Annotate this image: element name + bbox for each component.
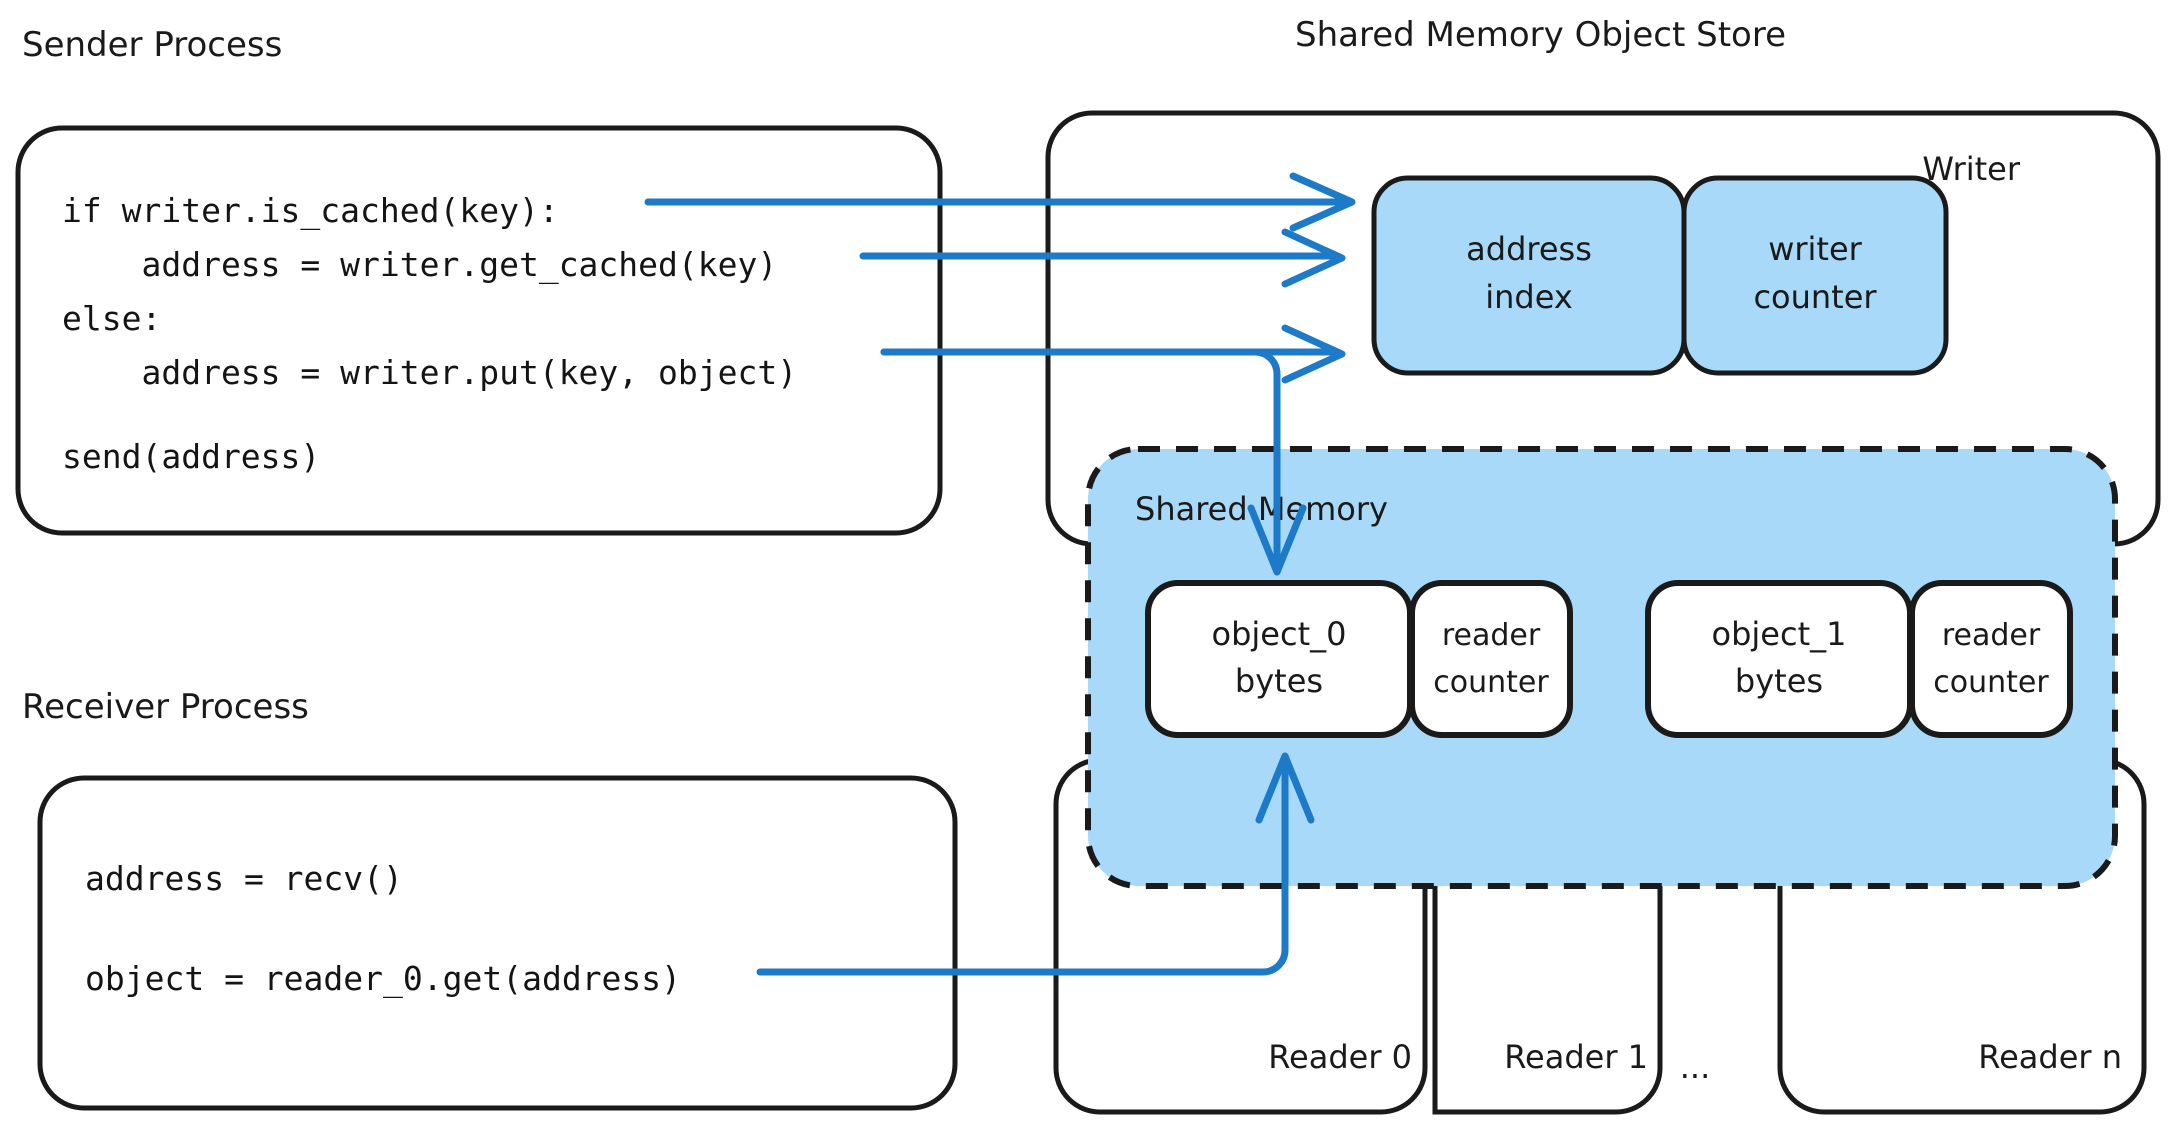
shm-slot-0-counter-line1: reader xyxy=(1442,618,1541,653)
sender-process-title: Sender Process xyxy=(22,25,282,65)
reader-1-label: Reader 1 xyxy=(1504,1038,1648,1076)
reader-1-box xyxy=(1432,757,1663,1115)
receiver-code-line-2: object = reader_0.get(address) xyxy=(85,959,681,999)
writer-label: Writer xyxy=(1922,150,2020,188)
sender-code-line-0: if writer.is_cached(key): xyxy=(62,191,559,231)
arrow-put-to-shared-memory xyxy=(880,348,1307,576)
reader-n-box xyxy=(1777,757,2147,1115)
receiver-process-box xyxy=(37,775,958,1111)
shm-slot-1-object xyxy=(1645,580,1913,738)
shm-slot-0-counter xyxy=(1409,580,1573,738)
sender-code-line-1: address = writer.get_cached(key) xyxy=(62,245,777,285)
sender-code-line-2: else: xyxy=(62,299,161,338)
object-store-title: Shared Memory Object Store xyxy=(1295,15,1786,55)
sender-process-box xyxy=(15,125,943,536)
sender-code-line-5: send(address) xyxy=(62,437,320,476)
arrow-get-cached-to-address-index xyxy=(859,228,1346,288)
writer-cell-1-line1: writer xyxy=(1768,230,1862,268)
receiver-process-title: Receiver Process xyxy=(22,687,309,727)
sender-code-line-3: address = writer.put(key, object) xyxy=(62,353,797,392)
writer-cell-1-line2: counter xyxy=(1753,278,1877,316)
arrow-reader-get-to-object-0 xyxy=(756,752,1315,976)
shm-slot-0-object-line1: object_0 xyxy=(1212,615,1347,653)
shm-slot-1-object-line2: bytes xyxy=(1735,662,1823,700)
shm-slot-1-counter-line2: counter xyxy=(1933,665,2049,700)
shm-slot-0-object xyxy=(1145,580,1413,738)
shm-slot-1-counter-line1: reader xyxy=(1942,618,2041,653)
shared-memory-region xyxy=(1085,446,2118,889)
shared-memory-label: Shared Memory xyxy=(1135,490,1388,528)
shm-slot-1-counter xyxy=(1909,580,2073,738)
writer-cell-0-line2: index xyxy=(1485,278,1573,316)
reader-n-label: Reader n xyxy=(1978,1038,2122,1076)
shm-slot-1-object-line1: object_1 xyxy=(1712,615,1847,653)
shm-slot-0-counter-line2: counter xyxy=(1433,665,1549,700)
reader-0-box xyxy=(1053,757,1428,1115)
readers-ellipsis: ... xyxy=(1680,1048,1711,1086)
writer-cell-0-line1: address xyxy=(1466,230,1592,268)
writer-cell-writer-counter xyxy=(1681,175,1949,376)
receiver-code-line-0: address = recv() xyxy=(85,859,403,898)
reader-0-label: Reader 0 xyxy=(1268,1038,1412,1076)
shm-slot-0-object-line2: bytes xyxy=(1235,662,1323,700)
writer-cell-address-index xyxy=(1371,175,1687,376)
arrow-is-cached-to-address-index xyxy=(644,172,1356,232)
